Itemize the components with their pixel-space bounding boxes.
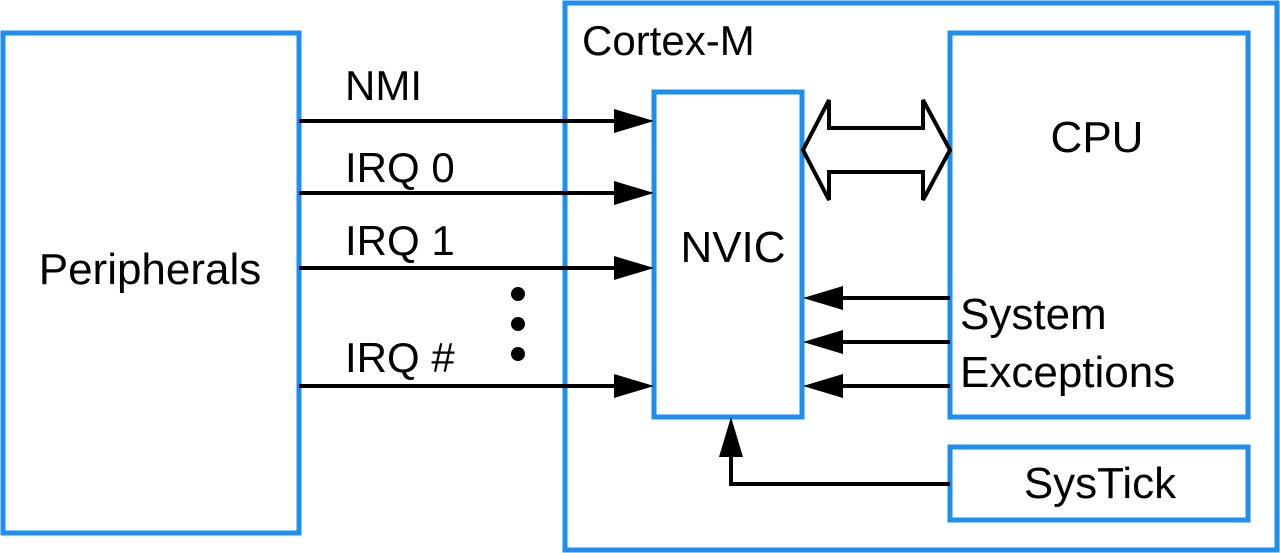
- system-exception-arrow-1: [803, 286, 950, 310]
- irqn-label: IRQ #: [345, 334, 455, 381]
- irq1-label: IRQ 1: [345, 217, 455, 264]
- irq1-arrow: [299, 256, 654, 280]
- irq0-label: IRQ 0: [345, 144, 455, 191]
- system-exception-arrow-3: [803, 374, 950, 398]
- nvic-label: NVIC: [680, 223, 785, 272]
- nvic-block: [651, 89, 805, 420]
- system-exceptions-label-line2: Exceptions: [960, 348, 1175, 397]
- nmi-arrow: [299, 109, 654, 133]
- system-exception-arrow-2: [803, 330, 950, 354]
- ellipsis-dot-3: [511, 347, 525, 361]
- systick-arrow: [719, 417, 950, 486]
- peripherals-label: Peripherals: [39, 245, 262, 294]
- nvic-cpu-bus-arrow: [800, 99, 953, 201]
- cpu-label: CPU: [1051, 113, 1144, 162]
- cpu-block: [947, 30, 1251, 420]
- irq0-arrow: [299, 181, 654, 205]
- cortex-m-label: Cortex-M: [582, 17, 755, 64]
- irqn-arrow: [299, 374, 654, 398]
- systick-block: [947, 444, 1251, 523]
- ellipsis-dot-2: [511, 317, 525, 331]
- system-exceptions-label-line1: System: [960, 290, 1107, 339]
- peripherals-block: [0, 30, 302, 536]
- systick-label: SysTick: [1024, 459, 1177, 508]
- ellipsis-dot-1: [511, 287, 525, 301]
- nmi-label: NMI: [345, 62, 422, 109]
